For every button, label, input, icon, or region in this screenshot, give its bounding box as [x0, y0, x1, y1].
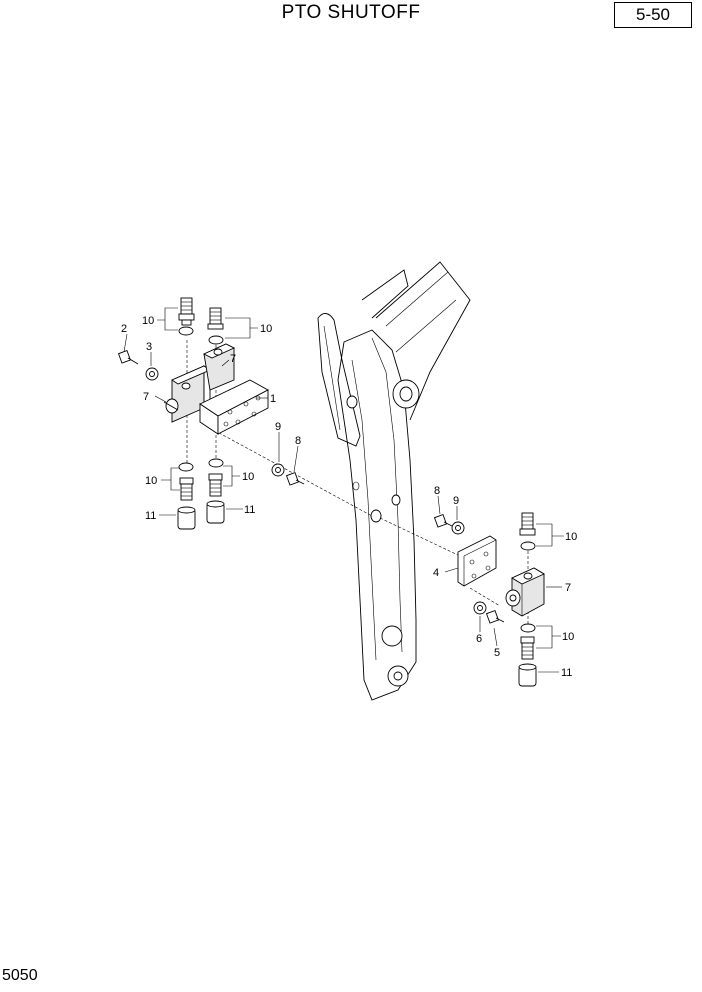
cap-part-11: [177, 500, 225, 530]
callout-4: 4: [433, 567, 439, 579]
boom-arm: [317, 261, 471, 701]
page-number-box: 5-50: [614, 2, 692, 28]
cap-part-11: [518, 663, 537, 687]
callout-labels: 10 10 2 3 7 7 1 9 8 10 10 11 11 8 9 10 4…: [121, 315, 577, 679]
knob-part-7: [165, 398, 179, 414]
fitting-part-10: [519, 512, 536, 536]
callout-11: 11: [244, 504, 255, 516]
callout-3: 3: [146, 341, 152, 353]
fitting-part-10: [520, 636, 535, 660]
callout-7: 7: [565, 582, 571, 594]
bolt-part-8: [433, 514, 453, 528]
callout-5: 5: [494, 647, 500, 659]
o-ring: [520, 541, 536, 551]
plate-part-4: [457, 535, 497, 587]
right-valve-assembly: [379, 512, 545, 687]
left-valve-assembly: [117, 297, 373, 530]
bolt-part-5: [485, 610, 505, 624]
callout-2: 2: [121, 323, 127, 335]
callout-7: 7: [230, 353, 236, 365]
callout-10: 10: [242, 471, 254, 483]
fitting-part-10: [178, 297, 224, 330]
callout-10: 10: [260, 323, 272, 335]
callout-9: 9: [275, 421, 281, 433]
callout-9: 9: [453, 495, 459, 507]
callout-10: 10: [145, 475, 157, 487]
o-ring: [208, 458, 224, 468]
callout-6: 6: [476, 633, 482, 645]
fitting-part-10: [179, 473, 223, 501]
bolt-part-8: [285, 472, 305, 486]
callout-8: 8: [295, 435, 301, 447]
callout-10: 10: [565, 531, 577, 543]
o-ring: [520, 623, 536, 633]
o-ring: [178, 326, 194, 336]
o-ring: [208, 335, 224, 345]
callout-10: 10: [562, 631, 574, 643]
page-title: PTO SHUTOFF: [281, 2, 421, 23]
callout-1: 1: [270, 393, 276, 405]
callout-7: 7: [143, 391, 149, 403]
callout-11: 11: [561, 667, 572, 679]
callout-8: 8: [434, 485, 440, 497]
drawing-code: 5050: [2, 967, 38, 984]
callout-10: 10: [142, 315, 154, 327]
bolt-part-2: [117, 350, 139, 365]
o-ring: [178, 462, 194, 472]
leader-lines: [123, 307, 564, 673]
callout-11: 11: [145, 510, 156, 522]
